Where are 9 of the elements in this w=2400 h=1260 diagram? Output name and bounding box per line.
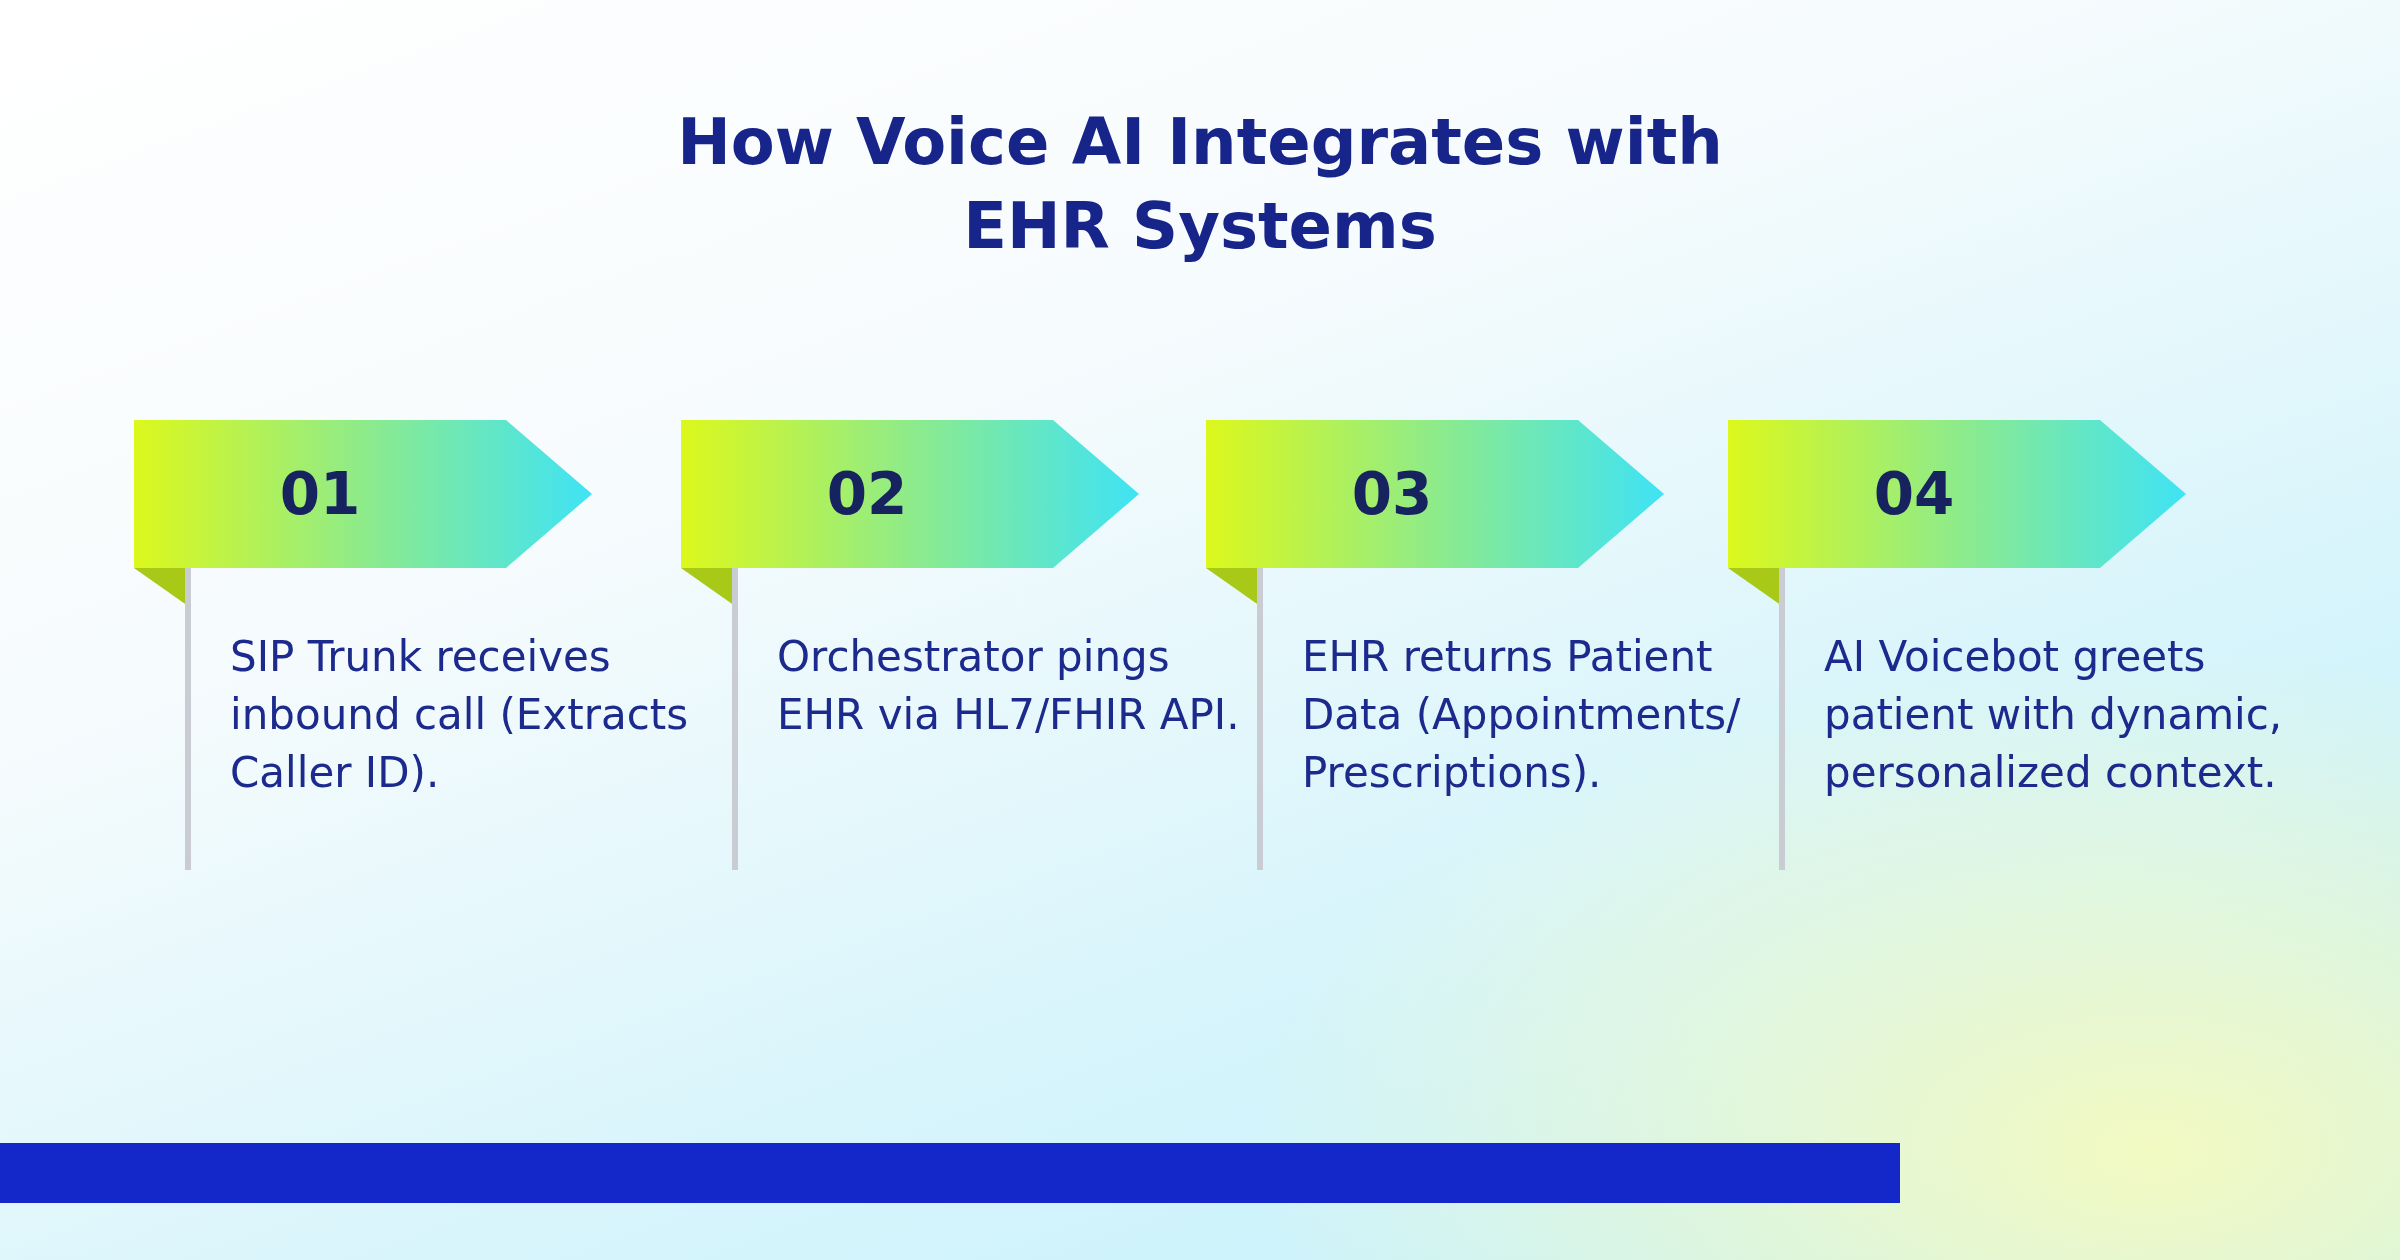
- step-description: AI Voicebot greets patient with dynamic, personalized context.: [1824, 631, 2284, 799]
- diagram-title: How Voice AI Integrates with EHR Systems: [676, 104, 1724, 265]
- step-description: EHR returns Patient Data (Appointments/ Prescriptions).: [1302, 631, 1742, 799]
- step-description: SIP Trunk receives inbound call (Extracts Caller ID).: [230, 631, 690, 799]
- step-number: 04: [1872, 459, 1956, 530]
- step-description: Orchestrator pings EHR via HL7/FHIR API.: [777, 631, 1241, 741]
- step-number: 01: [278, 459, 362, 530]
- step-number: 03: [1350, 459, 1434, 530]
- step-number: 02: [825, 459, 909, 530]
